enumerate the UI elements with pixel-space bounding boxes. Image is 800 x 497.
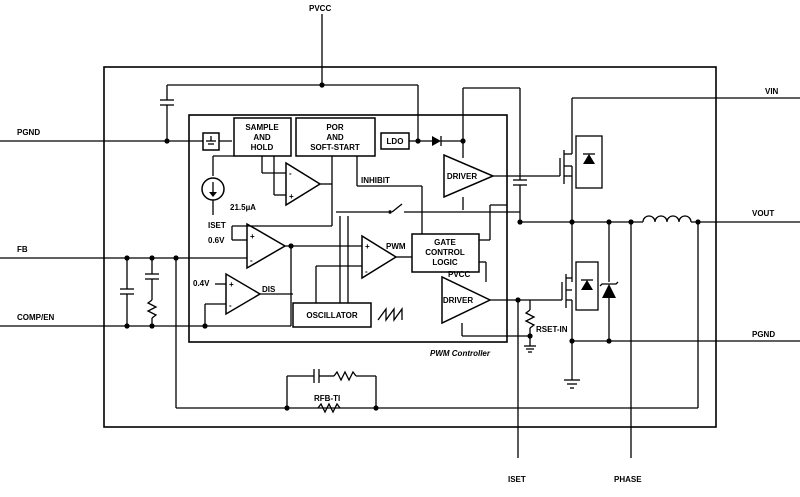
pin-vout: VOUT <box>752 209 774 218</box>
oscillator-block: OSCILLATOR <box>292 302 403 328</box>
ref-06-label: 0.6V <box>208 236 225 245</box>
pin-vin: VIN <box>765 87 779 96</box>
pgnd-left-wiring <box>0 132 232 151</box>
pin-comp-en: COMP/EN <box>17 313 55 322</box>
por-line3: SOFT-START <box>310 143 360 152</box>
sample-hold-line1: SAMPLE <box>245 123 279 132</box>
pwm-label: PWM <box>386 242 406 251</box>
inhibit-line: INHIBIT <box>336 156 520 244</box>
pin-iset: ISET <box>508 475 526 484</box>
pin-phase: PHASE <box>614 475 642 484</box>
por-line2: AND <box>326 133 344 142</box>
sample-hold-block: SAMPLE AND HOLD <box>233 117 292 157</box>
sawtooth-icon <box>377 307 403 322</box>
pin-fb: FB <box>17 245 28 254</box>
top-driver-block: DRIVER <box>443 153 560 210</box>
ldo-block: LDO <box>380 87 527 225</box>
pin-pgnd-left: PGND <box>17 128 40 137</box>
pvcc-inner-label: PVCC <box>448 270 470 279</box>
sample-hold-line3: HOLD <box>251 143 274 152</box>
pin-pvcc: PVCC <box>309 4 331 13</box>
svg-text:+: + <box>289 192 294 201</box>
svg-text:-: - <box>289 169 292 178</box>
svg-text:+: + <box>250 232 255 241</box>
pwm-controller-frame <box>188 114 508 343</box>
error-amplifier: + - 0.6V <box>208 222 362 326</box>
bottom-driver-block: DRIVER PVCC <box>441 270 562 337</box>
oscillator-label: OSCILLATOR <box>306 311 357 320</box>
inductor-icon <box>642 215 692 223</box>
pwm-controller-label: PWM Controller <box>430 349 491 358</box>
svg-text:-: - <box>229 301 232 310</box>
dis-comparator: + - 0.4V DIS <box>193 265 362 326</box>
svg-text:+: + <box>365 242 370 251</box>
inhibit-label: INHIBIT <box>361 176 390 185</box>
rfb-network: RFB-TI <box>284 369 379 414</box>
pvcc-wiring <box>160 14 419 141</box>
svg-text:-: - <box>250 256 253 265</box>
gate-line1: GATE <box>434 238 456 247</box>
por-line1: POR <box>326 123 344 132</box>
pwm-comparator: + - PWM <box>339 216 412 303</box>
sample-hold-line2: AND <box>253 133 271 142</box>
rset-label: RSET-IN <box>536 325 568 334</box>
fb-comp-wiring <box>0 219 701 409</box>
power-stage <box>520 97 800 458</box>
por-soft-start-block: POR AND SOFT-START <box>295 117 376 157</box>
dis-label: DIS <box>262 285 276 294</box>
top-driver-label: DRIVER <box>447 172 477 181</box>
svg-text:+: + <box>229 280 234 289</box>
pin-pgnd-right: PGND <box>752 330 775 339</box>
current-value-label: 21.5µA <box>230 203 256 212</box>
bottom-driver-label: DRIVER <box>443 296 473 305</box>
rset-resistor: RSET-IN <box>517 300 568 458</box>
gate-control-logic-block: GATE CONTROL LOGIC <box>411 204 507 282</box>
gate-line3: LOGIC <box>432 258 458 267</box>
ldo-label: LDO <box>387 137 404 146</box>
outer-package-frame <box>103 66 717 428</box>
rfb-label: RFB-TI <box>314 394 340 403</box>
iset-inner-label: ISET <box>208 221 226 230</box>
sample-comparator: - + <box>261 156 333 226</box>
current-source: ISET 21.5µA <box>201 155 256 230</box>
gate-line2: CONTROL <box>425 248 465 257</box>
svg-text:-: - <box>365 267 368 276</box>
ref-04-label: 0.4V <box>193 279 210 288</box>
